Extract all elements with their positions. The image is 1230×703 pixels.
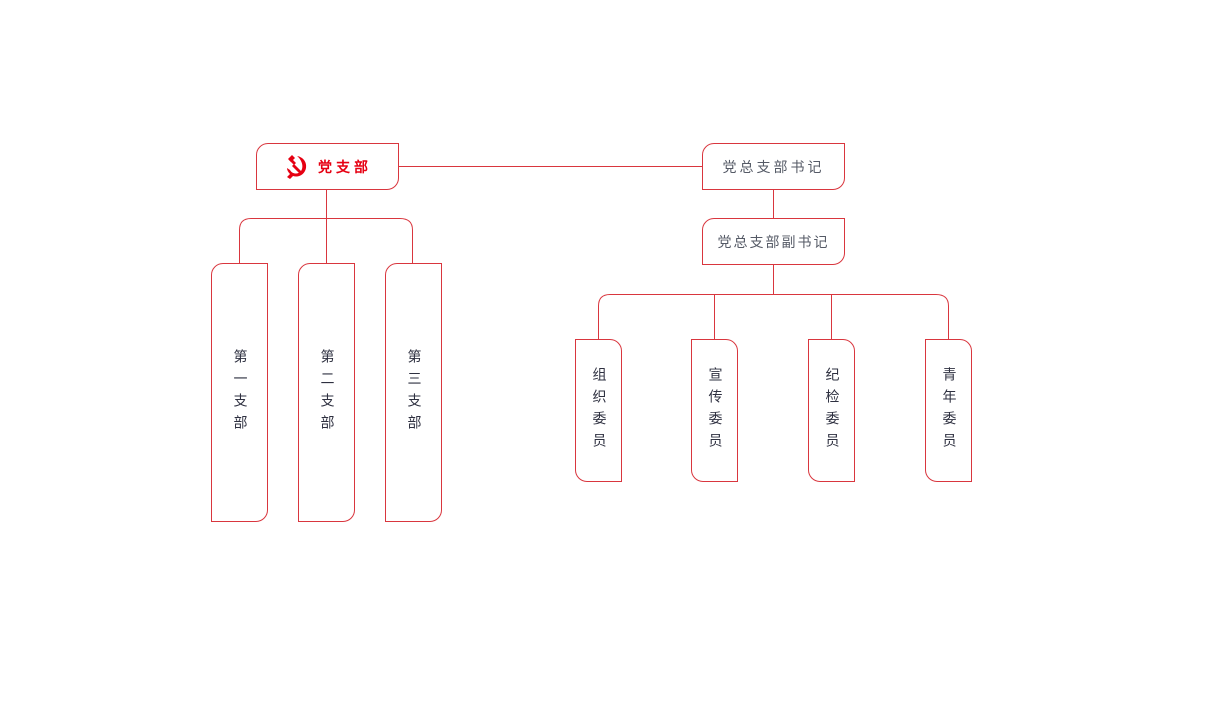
committee-node-1[interactable]: 组织委员 xyxy=(575,339,622,482)
committee-node-2[interactable]: 宣传委员 xyxy=(691,339,738,482)
root-label: 党支部 xyxy=(318,159,372,176)
secretary-node[interactable]: 党总支部书记 xyxy=(702,143,845,190)
deputy-secretary-node[interactable]: 党总支部副书记 xyxy=(702,218,845,265)
secretary-label: 党总支部书记 xyxy=(722,159,825,176)
branch-node-1[interactable]: 第一支部 xyxy=(211,263,268,522)
branch-node-3[interactable]: 第三支部 xyxy=(385,263,442,522)
committee-bracket xyxy=(598,294,949,339)
committee-node-4[interactable]: 青年委员 xyxy=(925,339,972,482)
committee-label: 组织委员 xyxy=(590,366,607,455)
root-node[interactable]: 党支部 xyxy=(256,143,399,190)
branch-label: 第一支部 xyxy=(231,348,248,437)
branch-label: 第二支部 xyxy=(318,348,335,437)
branch-label: 第三支部 xyxy=(405,348,422,437)
branch-bracket xyxy=(239,218,413,263)
hammer-sickle-icon xyxy=(287,154,307,179)
committee-label: 青年委员 xyxy=(940,366,957,455)
committee-label: 宣传委员 xyxy=(706,366,723,455)
branch-node-2[interactable]: 第二支部 xyxy=(298,263,355,522)
deputy-secretary-label: 党总支部副书记 xyxy=(717,234,830,251)
committee-label: 纪检委员 xyxy=(823,366,840,455)
committee-node-3[interactable]: 纪检委员 xyxy=(808,339,855,482)
